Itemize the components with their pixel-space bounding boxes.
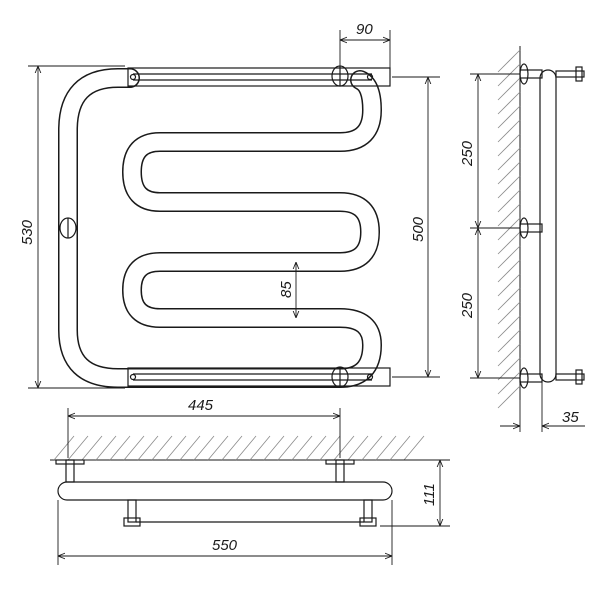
front-view: 90 530 500 85 [19,21,440,389]
dim-label-total-width: 550 [212,537,238,554]
dim-mount-spacing: 445 [67,397,341,458]
middle-mount [59,217,77,239]
top-mount-posts [55,459,355,483]
dim-bend-gap: 85 [278,262,296,318]
side-connectors [555,66,585,385]
dim-wall-clearance: 35 [500,382,585,432]
bottom-bar [127,366,391,388]
dim-total-height: 530 [19,65,125,389]
dim-label-axis-distance: 500 [410,216,427,242]
dim-label-lower-mount: 250 [459,292,476,319]
dim-upper-mount: 250 [459,73,520,229]
dim-label-bend-gap: 85 [278,281,295,298]
wall-hatch-vertical [497,46,521,409]
dim-label-total-height: 530 [19,219,36,245]
dim-label-mount-spacing: 445 [188,397,214,414]
dim-label-depth: 111 [421,483,438,506]
dim-depth: 111 [380,459,450,527]
dim-top-offset: 90 [339,21,391,68]
top-main-rail [57,481,393,501]
top-bar [127,65,391,87]
wall-hatch-horizontal [50,435,425,461]
side-pipe [539,69,557,383]
dim-axis-distance: 500 [392,76,440,378]
dim-lower-mount: 250 [459,228,520,379]
side-brackets [519,63,543,389]
dim-label-top-offset: 90 [356,21,373,38]
dim-label-wall-clearance: 35 [562,409,579,426]
top-view: 445 550 111 [50,397,450,565]
side-view: 250 250 35 [459,46,585,432]
serpentine-pipe [58,68,382,388]
dim-label-upper-mount: 250 [459,140,476,167]
dim-total-width: 550 [57,500,393,565]
top-connectors [123,499,377,527]
